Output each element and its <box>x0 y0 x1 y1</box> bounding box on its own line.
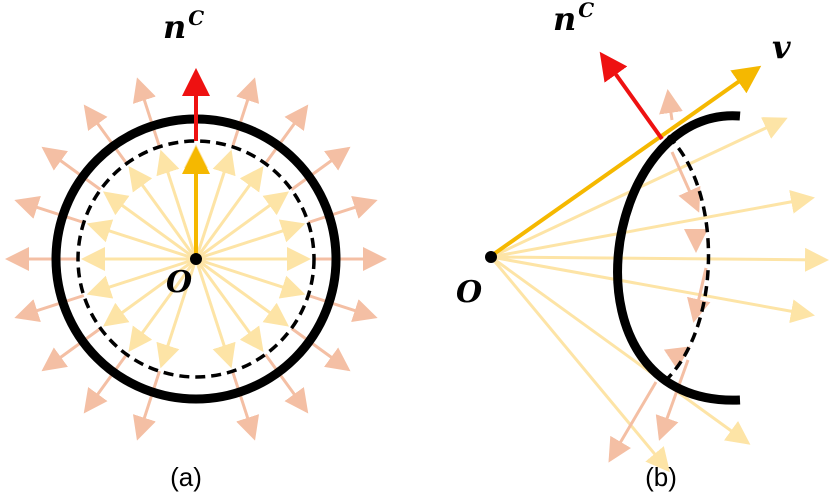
panel-a-normal-arrow <box>307 195 378 224</box>
panel-a-ray-arrow <box>86 257 197 299</box>
panel-a-normal-arrow <box>264 353 309 414</box>
panel-b-origin-label: O <box>456 275 482 310</box>
panel-b-surface-normals <box>608 89 711 463</box>
panel-a-normal-arrow <box>231 370 260 441</box>
panel-a-ray-arrow <box>195 191 290 261</box>
panel-b-light-rays <box>489 117 829 473</box>
panel-a-surface-normals <box>5 68 387 441</box>
panel-a-ray-arrow <box>194 258 264 353</box>
panel-b-normal-arrow <box>659 89 683 121</box>
panel-a-ray-arrow <box>194 149 236 260</box>
panel-a-ray-arrow <box>195 257 290 327</box>
panel-a-normal-arrow <box>41 146 102 191</box>
panel-a-ray-arrow <box>102 257 197 327</box>
panel-a-normal-arrow <box>307 294 378 323</box>
panel-a-normal-arrow <box>290 327 351 372</box>
panel-a-inner-surface <box>76 139 316 379</box>
panel-b-origin-dot <box>485 251 497 263</box>
panel-a-normal-arrow <box>264 104 309 165</box>
panel-a-normal-arrow <box>83 104 128 165</box>
panel-a-ray-arrow <box>102 191 197 261</box>
panel-a-normal-arrow <box>132 77 161 148</box>
panel-a-normal-arrow <box>83 353 128 414</box>
panel-a-light-rays <box>81 144 311 369</box>
panel-a-origin-label: O <box>166 265 192 300</box>
panel-a-normal-arrow <box>41 327 102 372</box>
panel-b-outer-wall <box>613 111 741 405</box>
panel-b-ray-arrow <box>490 247 829 272</box>
panel-a-normal-arrow <box>14 195 85 224</box>
panel-a-ray-arrow <box>128 258 198 353</box>
panel-a-ray-arrow <box>195 257 306 299</box>
panel-b-ray-arrow <box>490 255 751 445</box>
panel-a-ray-arrow <box>195 219 306 261</box>
panel-b-normal-arrow <box>670 151 701 213</box>
panel-b-ray-arrow <box>489 256 670 473</box>
panel-b-inner-surface <box>666 134 711 380</box>
panel-a-ray-arrow <box>156 258 198 369</box>
panel-a-normal-arrow <box>290 146 351 191</box>
panel-a-normal-arrow <box>231 77 260 148</box>
panel-a-normal-arrow <box>132 370 161 441</box>
panel-a-ray-arrow <box>156 149 198 260</box>
panel-b-caption: (b) <box>645 462 677 492</box>
panel-a-origin-dot <box>190 253 202 265</box>
panel-b-ray-arrow <box>490 189 815 259</box>
panel-a-ray-arrow <box>194 165 264 260</box>
panel-b-view-vector <box>489 65 762 258</box>
panel-b-view-label: v <box>772 28 791 66</box>
panel-a-ray-arrow <box>194 258 236 369</box>
panel-b-normal-vector <box>599 51 664 141</box>
panel-a-ray-arrow <box>86 219 197 261</box>
panel-a-ray-arrow <box>128 165 198 260</box>
panel-a-normal-arrow <box>14 294 85 323</box>
panel-b-ray-arrow <box>490 255 815 324</box>
panel-b-normal-arrow <box>687 267 711 323</box>
panel-a-caption: (a) <box>170 462 202 492</box>
panel-b-normal-arrow <box>655 359 690 441</box>
panel-b-normal-arrow <box>608 381 658 463</box>
